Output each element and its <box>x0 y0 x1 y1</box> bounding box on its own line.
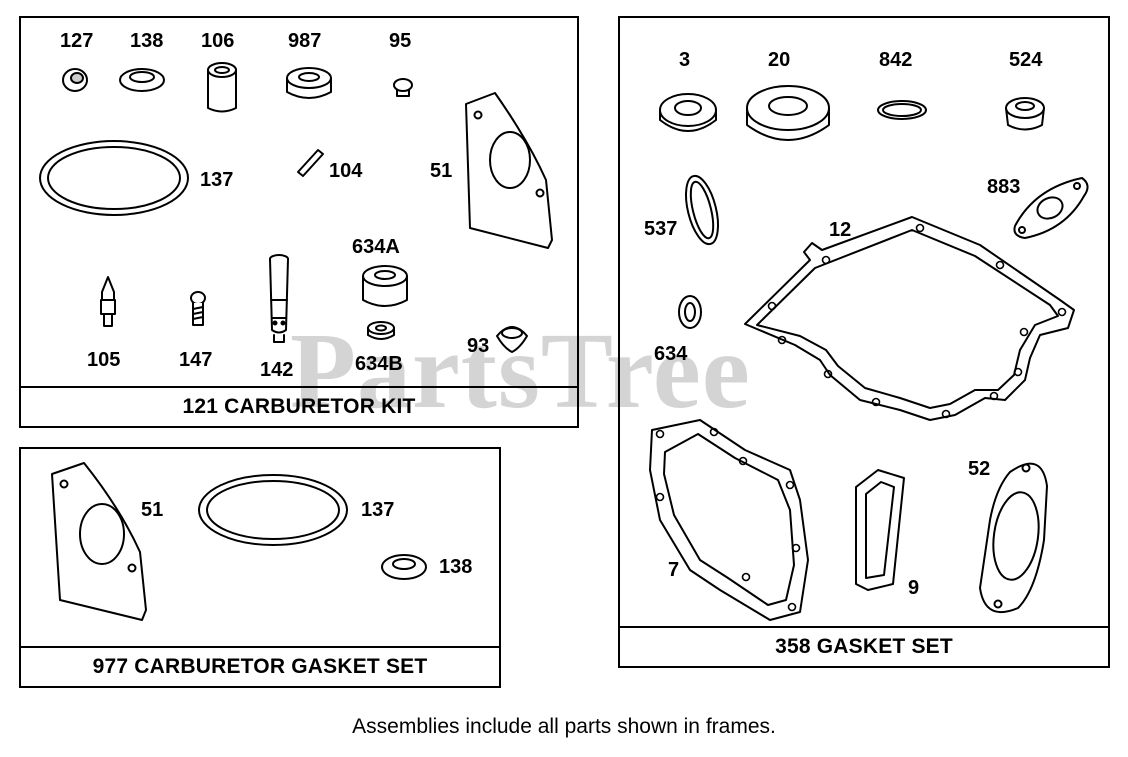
label-537: 537 <box>644 218 678 240</box>
label-12: 12 <box>829 219 852 241</box>
label-9: 9 <box>908 577 920 599</box>
label-20: 20 <box>768 49 791 71</box>
part-524-grommet <box>1005 97 1045 131</box>
part-93-seat <box>496 326 528 353</box>
part-138-washer-kit <box>381 554 427 580</box>
carburetor-gasket-set-frame: 977 CARBURETOR GASKET SET <box>19 447 501 688</box>
part-142-tube <box>269 254 289 343</box>
label-142: 142 <box>260 359 294 381</box>
label-7: 7 <box>668 559 680 581</box>
footnote: Assemblies include all parts shown in fr… <box>352 715 776 738</box>
part-537-ring <box>684 174 720 246</box>
part-3-seal <box>659 93 717 132</box>
label-138-kit: 138 <box>439 556 473 578</box>
part-7-head-gasket <box>649 419 809 621</box>
label-52: 52 <box>968 458 991 480</box>
label-987: 987 <box>288 30 322 52</box>
part-137-oring-kit <box>198 474 348 546</box>
label-634B: 634B <box>355 353 403 375</box>
part-104-pin <box>297 149 324 177</box>
label-106: 106 <box>201 30 235 52</box>
carburetor-kit-title: 121 CARBURETOR KIT <box>21 386 577 426</box>
label-137-kit: 137 <box>361 499 395 521</box>
part-106-sleeve <box>207 62 237 113</box>
label-3: 3 <box>679 49 691 71</box>
part-634-seal <box>678 295 702 329</box>
part-9-gasket <box>855 469 905 591</box>
part-52-gasket <box>979 462 1048 613</box>
part-20-seal <box>746 85 830 141</box>
part-634B-bushing <box>367 321 395 340</box>
label-634A: 634A <box>352 236 400 258</box>
carburetor-gasket-set-title: 977 CARBURETOR GASKET SET <box>21 646 499 686</box>
part-634A-bushing <box>362 265 408 307</box>
part-127-cap <box>62 68 88 92</box>
label-51-kit: 51 <box>141 499 164 521</box>
part-51-plate-kit <box>51 462 147 621</box>
gasket-set-frame: 358 GASKET SET <box>618 16 1110 668</box>
carburetor-kit-frame: 121 CARBURETOR KIT <box>19 16 579 428</box>
label-147: 147 <box>179 349 213 371</box>
label-105: 105 <box>87 349 121 371</box>
label-138: 138 <box>130 30 164 52</box>
part-138-washer <box>119 68 165 92</box>
part-987-bushing <box>286 67 332 99</box>
label-95: 95 <box>389 30 412 52</box>
label-883: 883 <box>987 176 1021 198</box>
label-524: 524 <box>1009 49 1043 71</box>
label-634: 634 <box>654 343 688 365</box>
label-127: 127 <box>60 30 94 52</box>
label-93: 93 <box>467 335 490 357</box>
label-104: 104 <box>329 160 363 182</box>
gasket-set-title: 358 GASKET SET <box>620 626 1108 666</box>
part-95-screw <box>393 78 413 97</box>
part-883-gasket <box>1013 177 1089 239</box>
part-842-ring <box>877 100 927 120</box>
part-147-screw <box>190 291 206 326</box>
part-105-needle <box>100 276 116 327</box>
label-842: 842 <box>879 49 913 71</box>
part-12-crankcase-gasket <box>744 216 1075 421</box>
part-137-oring <box>39 140 189 216</box>
label-51: 51 <box>430 160 453 182</box>
part-51-plate <box>465 92 553 249</box>
label-137: 137 <box>200 169 234 191</box>
